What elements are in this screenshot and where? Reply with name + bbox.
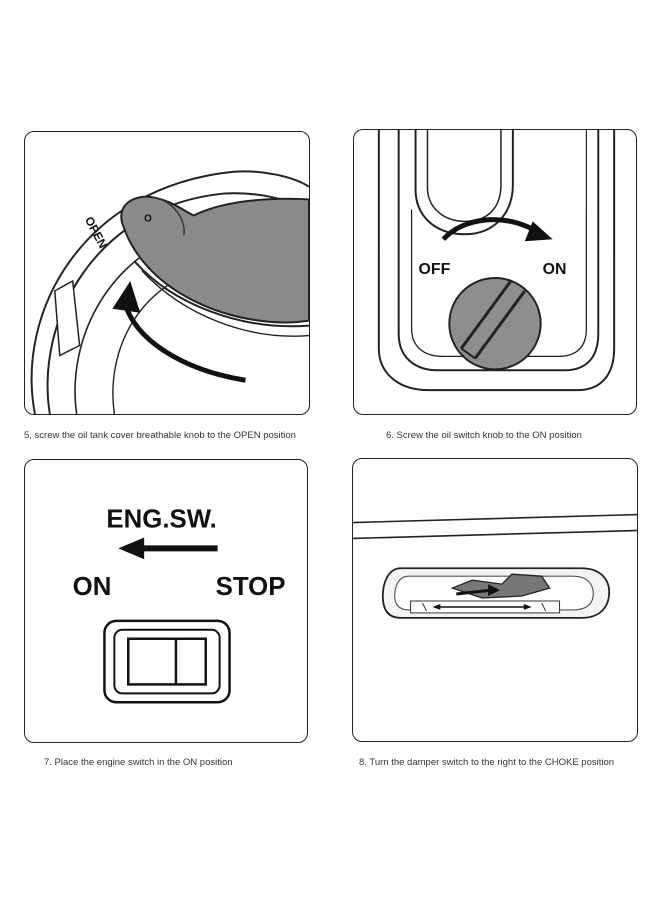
step-7-caption: 7. Place the engine switch in the ON pos… [44, 757, 233, 768]
off-label: OFF [419, 261, 451, 278]
open-label: OPEN [82, 214, 110, 250]
step-6-illustration: OFF ON [353, 129, 637, 415]
choke-switch-illustration [353, 513, 637, 619]
on-label: ON [73, 573, 112, 601]
step-8-illustration [352, 458, 638, 742]
o-mark-label: O [144, 213, 152, 224]
oil-switch-illustration: OFF ON [377, 130, 616, 392]
oil-tank-cover-illustration: OPEN O [30, 170, 309, 414]
step-5-illustration: OPEN O [24, 131, 310, 415]
eng-sw-title: ENG.SW. [106, 506, 216, 534]
step-7-illustration: ENG.SW. ON STOP [24, 459, 308, 743]
engine-switch-illustration: ENG.SW. ON STOP [73, 506, 286, 704]
on-label: ON [543, 261, 567, 278]
step-5-caption: 5, screw the oil tank cover breathable k… [24, 430, 296, 441]
stop-label: STOP [216, 573, 286, 601]
step-8-caption: 8. Turn the damper switch to the right t… [359, 757, 615, 768]
step-6-caption: 6. Screw the oil switch knob to the ON p… [386, 430, 582, 441]
